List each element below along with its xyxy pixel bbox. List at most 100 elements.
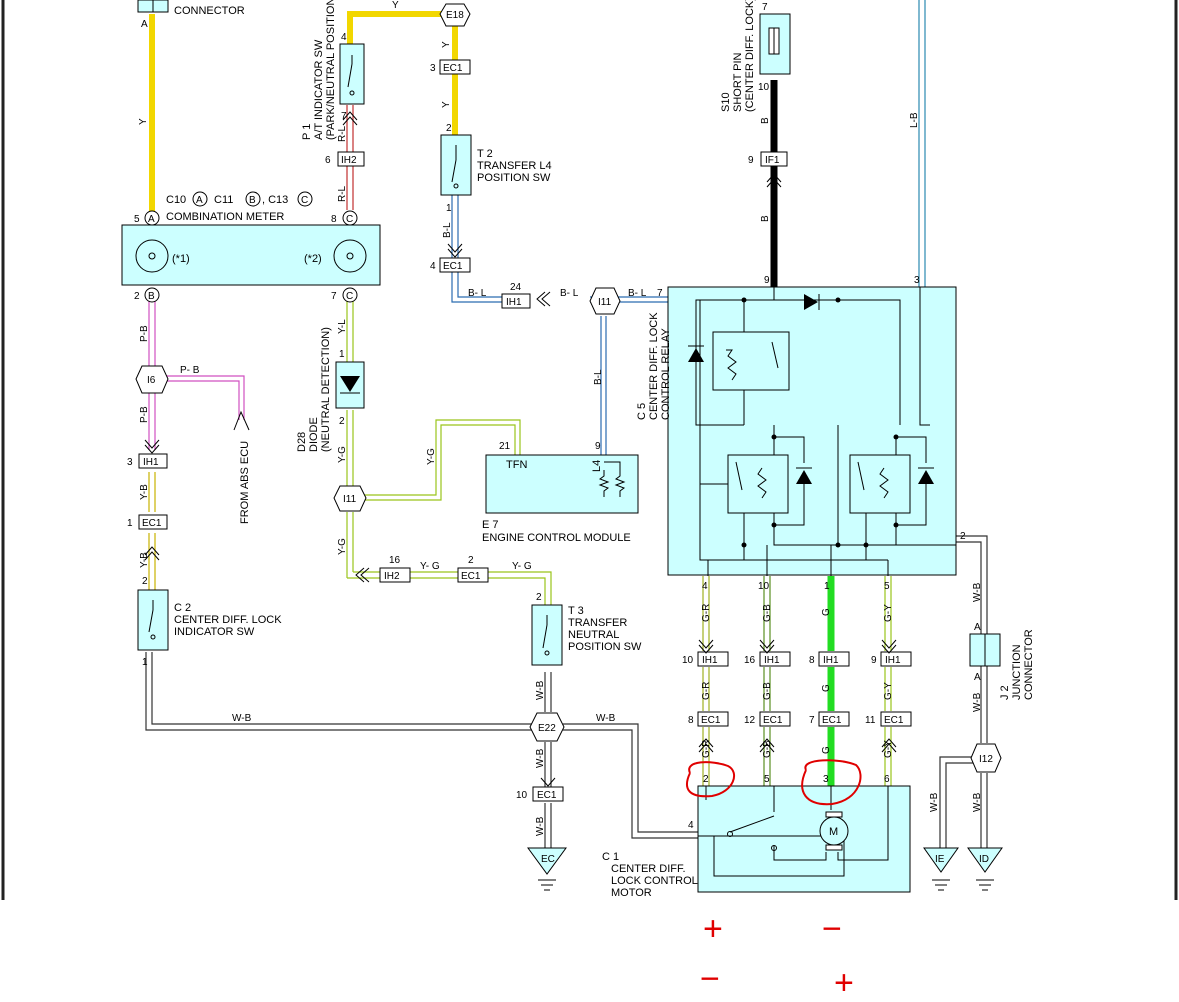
connector-if1 (760, 151, 788, 167)
svg-text:5: 5 (884, 581, 890, 592)
svg-text:W-B: W-B (596, 713, 616, 724)
svg-text:, C13: , C13 (262, 194, 288, 206)
svg-text:Y-B: Y-B (139, 552, 150, 568)
motor-label: C 1 CENTER DIFF. LOCK CONTROL MOTOR (602, 851, 698, 899)
svg-text:Y- G: Y- G (512, 561, 532, 572)
connector-e18 (439, 3, 471, 27)
svg-text:IH1: IH1 (764, 655, 780, 666)
svg-text:IH2: IH2 (341, 155, 357, 166)
svg-text:4: 4 (341, 32, 347, 43)
svg-text:G-R: G-R (701, 740, 712, 758)
svg-text:6: 6 (325, 155, 331, 166)
svg-text:S10: S10 (720, 92, 732, 112)
svg-text:G-B: G-B (762, 740, 773, 758)
svg-text:6: 6 (884, 774, 890, 785)
annotation-minus-1: − (822, 910, 842, 948)
motor-symbol: M (829, 826, 838, 838)
svg-text:POSITION SW: POSITION SW (568, 641, 642, 653)
svg-text:5: 5 (764, 774, 770, 785)
svg-text:TRANSFER: TRANSFER (568, 617, 627, 629)
bulb-icon (333, 239, 367, 273)
combination-meter (121, 224, 381, 286)
red-circle-pin-2 (685, 761, 736, 798)
ground-id (967, 847, 1003, 873)
svg-text:Y-B: Y-B (139, 484, 150, 500)
svg-text:EC1: EC1 (763, 715, 783, 726)
diode-icon (688, 348, 704, 362)
svg-text:B: B (148, 291, 155, 302)
combination-meter-label: COMBINATION METER (166, 211, 284, 223)
connector-e22 (529, 712, 565, 742)
svg-text:R-L: R-L (337, 185, 348, 202)
svg-text:10: 10 (758, 581, 770, 592)
svg-text:2: 2 (142, 576, 148, 587)
svg-text:ID: ID (979, 854, 989, 865)
svg-text:4: 4 (430, 261, 436, 272)
svg-text:1: 1 (127, 518, 133, 529)
svg-text:E18: E18 (446, 10, 464, 21)
park-neutral-switch (339, 43, 365, 105)
park-neutral-switch-label: P 1 A/T INDICATOR SW (PARK/NEUTRAL POSIT… (301, 0, 337, 140)
svg-text:7: 7 (657, 288, 663, 299)
svg-text:Y: Y (392, 0, 399, 11)
svg-text:G-B: G-B (762, 604, 773, 622)
svg-text:C: C (301, 195, 308, 206)
wire-y-top (347, 11, 447, 44)
svg-text:SHORT PIN: SHORT PIN (732, 52, 744, 112)
svg-text:8: 8 (809, 655, 815, 666)
svg-text:10: 10 (682, 655, 694, 666)
center-diff-lock-indicator-switch (137, 589, 169, 651)
diode-icon (796, 470, 812, 484)
svg-text:IH1: IH1 (143, 457, 159, 468)
svg-text:CONTROL RELAY: CONTROL RELAY (660, 328, 672, 420)
svg-text:A: A (974, 622, 981, 633)
svg-text:W-B: W-B (929, 792, 940, 812)
ih1-connector-row: IH1 10 IH1 16 IH1 8 IH1 9 (682, 651, 912, 667)
svg-text:16: 16 (744, 655, 756, 666)
connector-ec1-d (457, 567, 489, 583)
svg-text:(CENTER DIFF. LOCK): (CENTER DIFF. LOCK) (744, 0, 756, 112)
svg-text:L4: L4 (591, 460, 603, 472)
diode-icon (804, 294, 818, 310)
svg-text:CENTER DIFF. LOCK: CENTER DIFF. LOCK (648, 312, 660, 420)
svg-text:P-B: P-B (139, 406, 150, 423)
svg-text:EC1: EC1 (461, 571, 481, 582)
svg-text:(PARK/NEUTRAL POSITION): (PARK/NEUTRAL POSITION) (325, 0, 337, 140)
svg-text:Y: Y (138, 118, 149, 125)
svg-text:2: 2 (536, 592, 542, 603)
svg-text:9: 9 (595, 441, 601, 452)
svg-text:B- L: B- L (560, 288, 579, 299)
svg-text:4: 4 (702, 581, 708, 592)
annotation-plus-1: + (703, 910, 723, 948)
svg-text:Y: Y (441, 41, 452, 48)
svg-text:E22: E22 (538, 723, 556, 734)
svg-text:P 1: P 1 (301, 124, 313, 140)
svg-text:W-B: W-B (972, 692, 983, 712)
svg-text:B: B (760, 117, 771, 124)
svg-text:G-Y: G-Y (883, 682, 894, 700)
svg-text:7: 7 (331, 291, 337, 302)
svg-text:IH1: IH1 (885, 655, 901, 666)
svg-text:C: C (346, 214, 353, 225)
svg-text:C11: C11 (214, 194, 233, 206)
svg-text:CONNECTOR: CONNECTOR (1023, 629, 1035, 700)
svg-text:B-L: B-L (442, 222, 453, 238)
svg-text:LOCK CONTROL: LOCK CONTROL (611, 875, 698, 887)
connector-ec1-e (532, 786, 564, 802)
abs-ecu-label: FROM ABS ECU (239, 441, 251, 524)
svg-text:1: 1 (142, 657, 148, 668)
svg-text:2: 2 (703, 774, 709, 785)
transfer-l4-label: T 2 TRANSFER L4 POSITION SW (477, 148, 552, 184)
svg-text:IH1: IH1 (506, 297, 522, 308)
annotation-minus-2: − (700, 960, 720, 997)
svg-text:Y: Y (441, 101, 452, 108)
svg-text:G: G (821, 684, 832, 692)
svg-text:10: 10 (758, 82, 770, 93)
connector-i11-a (589, 287, 621, 315)
svg-text:Y-G: Y-G (426, 448, 437, 465)
svg-text:1: 1 (446, 203, 452, 214)
ground-ie (923, 847, 959, 873)
svg-text:G-Y: G-Y (883, 604, 894, 622)
svg-text:3: 3 (127, 457, 133, 468)
